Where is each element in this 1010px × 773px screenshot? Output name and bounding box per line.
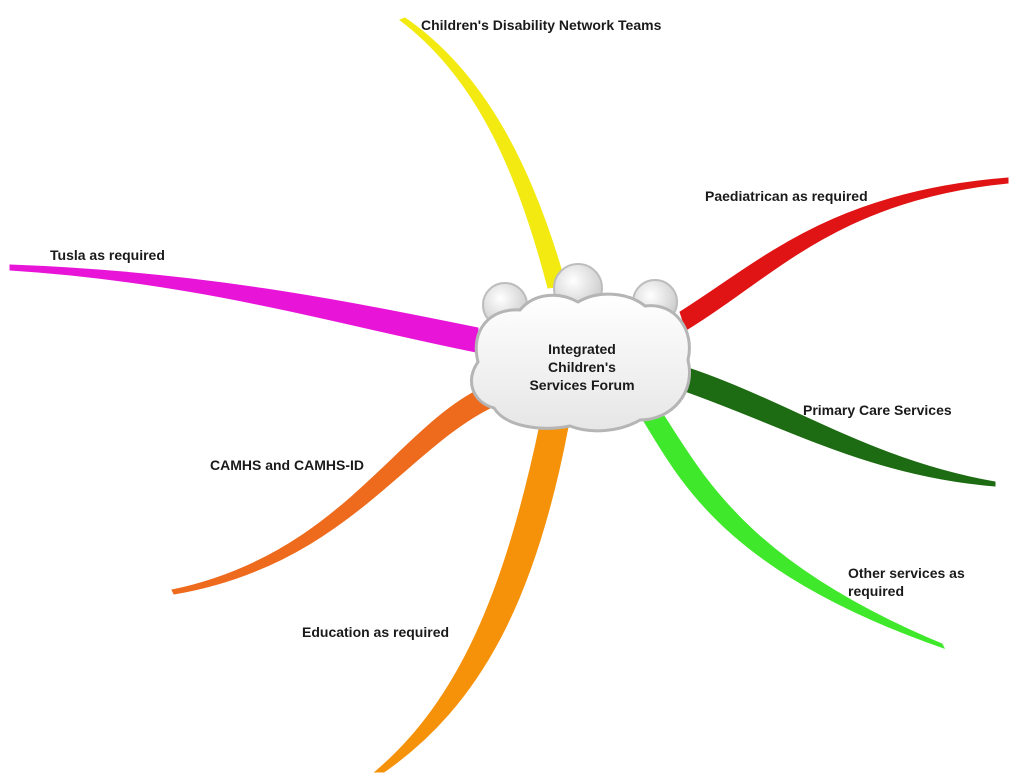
cloud-shape xyxy=(469,292,691,433)
branch-camhs xyxy=(171,387,495,595)
branch-primary-care xyxy=(681,367,996,487)
central-hub-title: Integrated Children's Services Forum xyxy=(529,341,635,393)
branch-disability xyxy=(398,17,567,289)
branch-other xyxy=(641,401,945,649)
label-camhs: CAMHS and CAMHS-ID xyxy=(210,457,364,473)
label-other: Other services as required xyxy=(848,565,965,599)
label-tusla: Tusla as required xyxy=(50,247,165,263)
branch-paediatrician xyxy=(679,177,1009,331)
branch-education xyxy=(373,424,569,773)
label-primary-care: Primary Care Services xyxy=(803,402,952,418)
label-paediatrician: Paediatrican as required xyxy=(705,188,868,204)
central-hub xyxy=(469,263,691,433)
label-disability: Children's Disability Network Teams xyxy=(421,17,662,33)
label-education: Education as required xyxy=(302,624,450,640)
branch-tusla xyxy=(9,264,479,353)
